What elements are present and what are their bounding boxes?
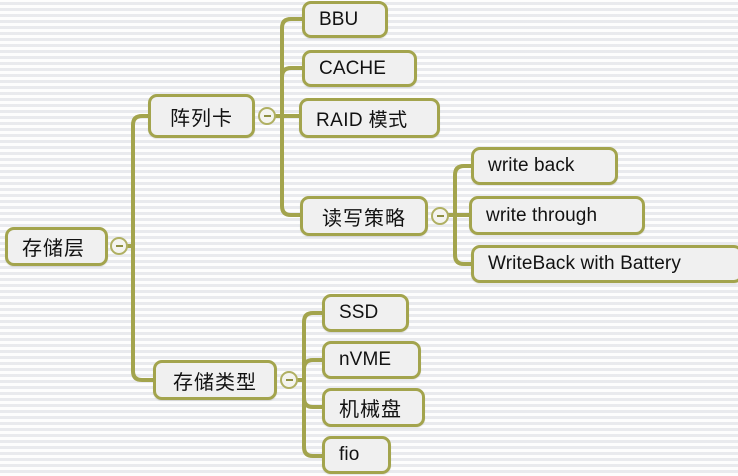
node-cache[interactable]: CACHE: [302, 50, 417, 87]
node-array-card[interactable]: 阵列卡: [148, 94, 255, 138]
connector-storage-type-to-hdd: [302, 378, 324, 409]
node-bbu[interactable]: BBU: [302, 1, 388, 38]
node-write-back[interactable]: write back: [471, 147, 618, 185]
connector-storage-type-to-ssd: [302, 311, 324, 382]
node-rw-policy-label: 读写策略: [322, 207, 406, 230]
node-array-card-label: 阵列卡: [170, 107, 233, 130]
toggle-rw-policy[interactable]: [431, 207, 449, 225]
node-write-back-label: write back: [488, 155, 575, 176]
node-write-through[interactable]: write through: [469, 196, 645, 235]
node-ssd-label: SSD: [339, 302, 379, 323]
toggle-root[interactable]: [110, 237, 128, 255]
node-nvme-label: nVME: [339, 349, 392, 370]
node-write-through-label: write through: [486, 204, 598, 226]
connector-root-to-array-card: [131, 114, 150, 248]
node-storage-type[interactable]: 存储类型: [153, 360, 277, 400]
node-hdd-label: 机械盘: [339, 399, 402, 421]
node-root[interactable]: 存储层: [5, 227, 108, 266]
node-bbu-label: BBU: [319, 8, 359, 30]
node-writeback-with-battery[interactable]: WriteBack with Battery: [471, 245, 738, 283]
node-raid-mode-label: RAID 模式: [316, 109, 408, 131]
node-nvme[interactable]: nVME: [322, 341, 421, 379]
toggle-storage-type[interactable]: [280, 371, 298, 389]
node-fio-label: fio: [339, 444, 360, 465]
node-root-label: 存储层: [22, 238, 85, 260]
node-rw-policy[interactable]: 读写策略: [300, 196, 428, 236]
node-storage-type-label: 存储类型: [173, 371, 257, 394]
node-writeback-with-battery-label: WriteBack with Battery: [488, 253, 681, 274]
connector-storage-type-to-fio: [302, 378, 324, 458]
connector-storage-type-to-nvme: [302, 358, 324, 382]
connector-array-card-to-bbu: [280, 17, 304, 118]
node-raid-mode[interactable]: RAID 模式: [299, 98, 440, 138]
node-ssd[interactable]: SSD: [322, 294, 409, 332]
node-hdd[interactable]: 机械盘: [322, 388, 425, 427]
node-fio[interactable]: fio: [322, 436, 391, 474]
connector-array-card-to-rw-policy: [280, 114, 302, 217]
toggle-array-card[interactable]: [258, 107, 276, 125]
connector-root-to-storage-type: [131, 244, 155, 382]
node-cache-label: CACHE: [319, 57, 387, 79]
